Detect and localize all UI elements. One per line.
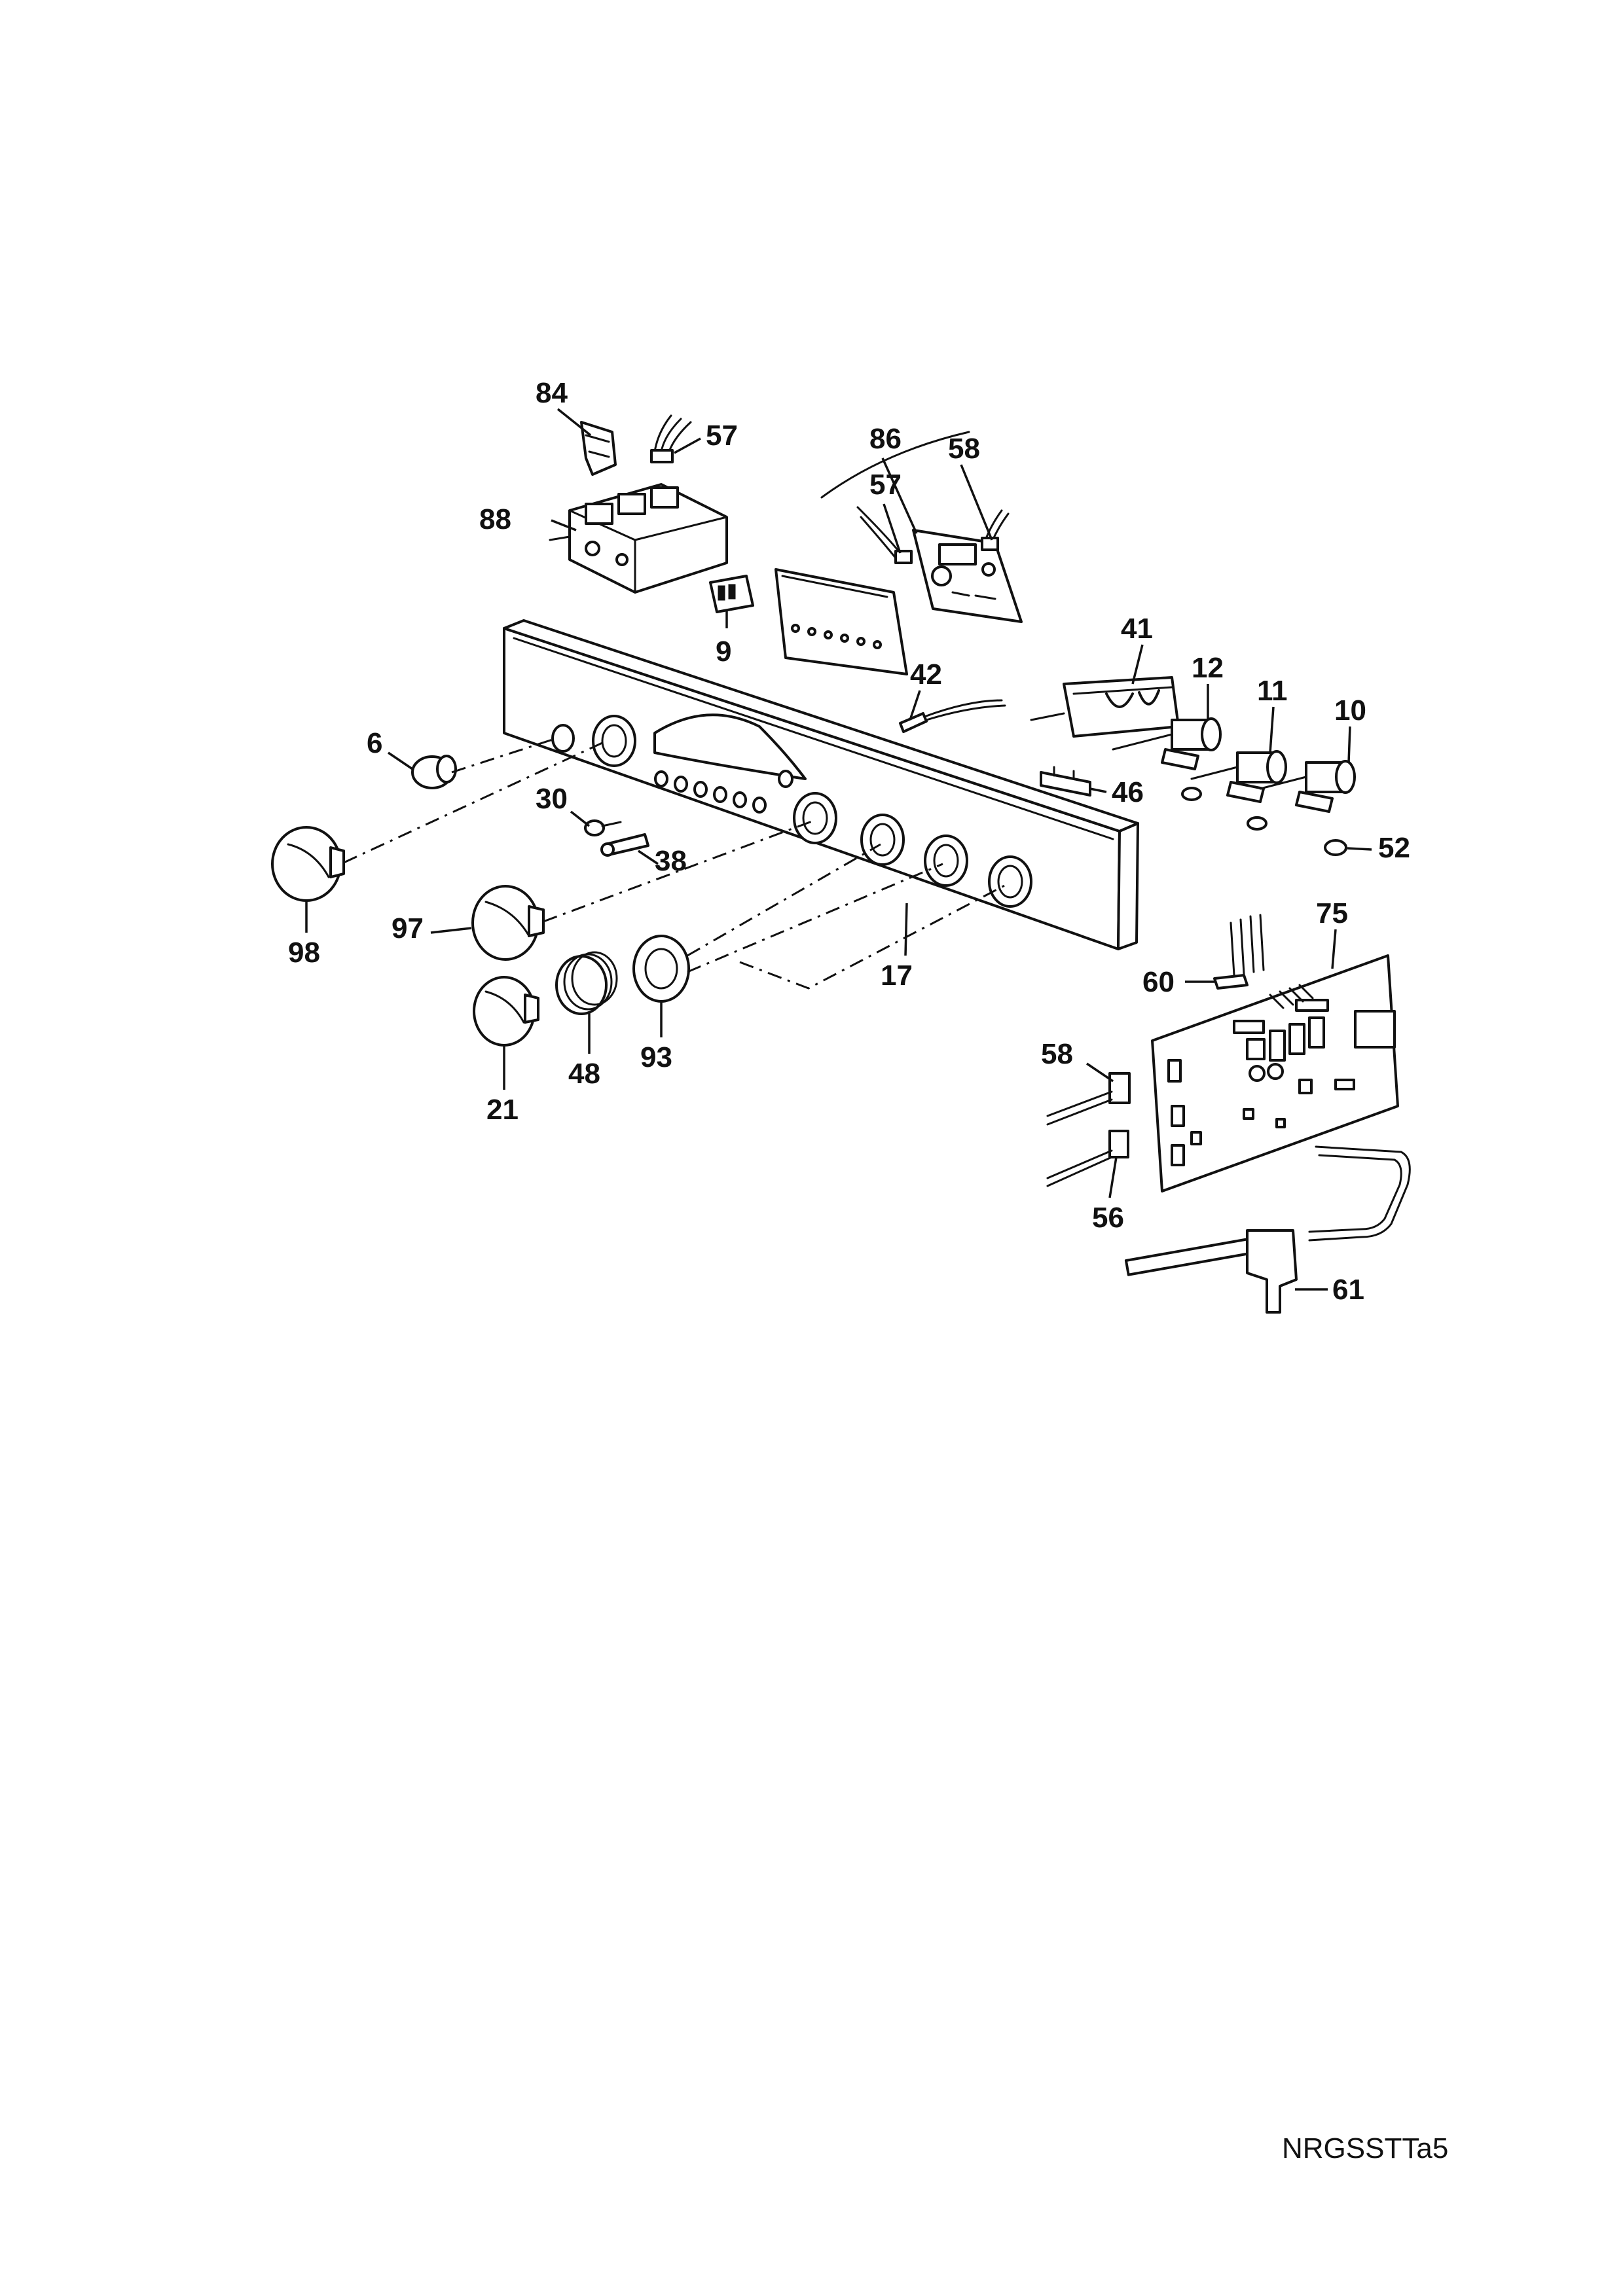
connector-part-57-top [650,414,692,463]
wiring-part-56 [1046,1130,1129,1187]
gas-tap-part-12 [1112,717,1222,801]
micro-switch-part-84 [580,421,617,476]
assembly-lines [343,737,1009,990]
knob-part-97 [471,885,545,961]
callout-61: 61 [1332,1274,1364,1306]
lamp-part-30 [584,819,622,836]
pcb-part-86 [912,529,1023,623]
main-pcb-part-75 [1151,914,1399,1193]
callout-56: 56 [1092,1202,1124,1234]
callout-84: 84 [536,377,568,409]
gas-tap-part-11 [1190,750,1287,831]
callout-52: 52 [1378,832,1410,864]
gas-tap-part-10 [1259,760,1356,813]
knob-part-98 [271,826,345,902]
probe-part-42 [899,699,1006,733]
callout-17: 17 [881,960,913,992]
switch-block-part-88 [549,483,728,594]
callout-57-top: 57 [706,420,738,452]
rocker-switch-part-9 [709,575,754,613]
spring-ring-part-48 [555,951,618,1015]
callout-6: 6 [367,727,382,759]
callout-41: 41 [1121,613,1153,645]
callout-labels: 84 57 88 9 86 58 57 41 12 11 10 42 46 52… [288,377,1410,1306]
callout-58-top: 58 [948,433,980,465]
display-module [775,568,908,675]
control-panel-part-17 [503,619,1139,950]
callout-9: 9 [716,636,731,668]
callout-93: 93 [640,1041,672,1073]
callout-60: 60 [1142,966,1175,998]
callout-10: 10 [1334,694,1366,726]
callout-30: 30 [536,783,568,815]
button-part-6 [411,755,457,789]
selector-switch-part-41 [1030,676,1180,738]
temperature-sensor-part-61 [1124,1145,1411,1314]
callout-12: 12 [1192,652,1224,684]
callout-97: 97 [392,912,424,944]
cable-part-57-58 [820,431,1010,564]
callout-42: 42 [910,658,942,691]
callout-58-lower: 58 [1041,1038,1073,1070]
callout-88: 88 [479,503,511,535]
wiring-part-58 [1046,1072,1131,1126]
leader-lines [305,408,1372,1291]
callout-46: 46 [1112,776,1144,808]
callout-57-mid: 57 [869,469,902,501]
washer-part-52 [1324,839,1347,856]
clip-part-46 [1040,766,1091,797]
diagram-reference-code: NRGSSTTa5 [1282,2132,1449,2164]
callout-21: 21 [486,1094,519,1126]
bezel-part-93 [632,935,690,1003]
callout-75: 75 [1316,897,1348,929]
callout-38: 38 [655,845,687,877]
callout-48: 48 [568,1058,600,1090]
connector-part-60 [1213,974,1249,990]
knob-part-21 [473,976,539,1047]
callout-86: 86 [869,423,902,455]
spring-part-38 [600,833,649,857]
callout-11: 11 [1257,675,1288,707]
callout-98: 98 [288,937,320,969]
